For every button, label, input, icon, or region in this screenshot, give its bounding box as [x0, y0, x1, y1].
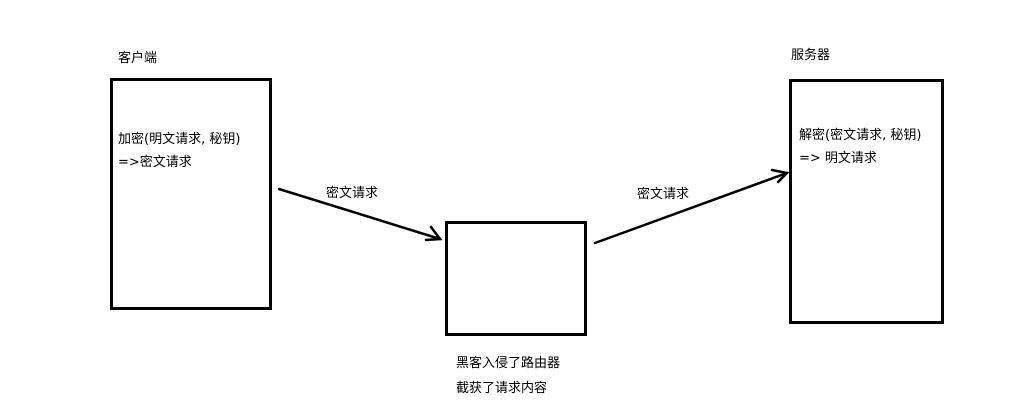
client-title: 客户端: [118, 51, 158, 66]
arrow-label-client-to-router: 密文请求: [326, 186, 379, 201]
arrow-label-router-to-server: 密文请求: [637, 187, 690, 202]
router-caption-line1: 黑客入侵了路由器: [456, 356, 561, 371]
client-encrypt-text: 加密(明文请求, 秘钥): [118, 132, 241, 147]
server-decrypt-text: 解密(密文请求, 秘钥): [799, 128, 922, 143]
server-title: 服务器: [791, 48, 831, 63]
router-box: [445, 221, 587, 336]
server-box: [789, 79, 944, 324]
arrow-router-to-server: [593, 168, 790, 245]
router-caption-line2: 截获了请求内容: [456, 381, 548, 396]
server-result-text: => 明文请求: [799, 151, 877, 166]
client-result-text: =>密文请求: [118, 155, 192, 170]
client-box: [110, 78, 272, 310]
